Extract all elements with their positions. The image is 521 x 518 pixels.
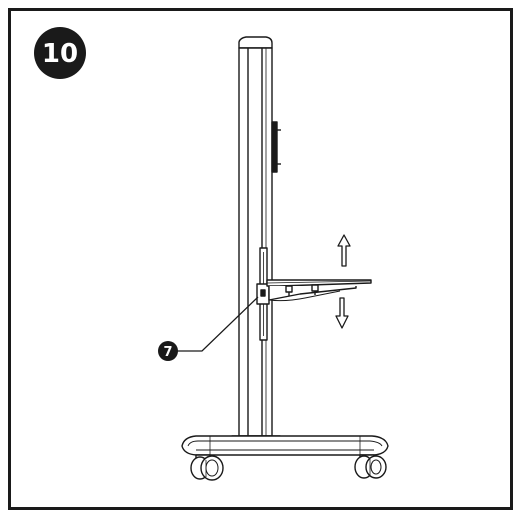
- callout-badge: 7: [158, 341, 178, 361]
- step-badge-circle: [34, 27, 86, 79]
- callout-number: 7: [163, 345, 172, 360]
- callout-badge-circle: [158, 341, 178, 361]
- caster-right: [354, 454, 387, 479]
- callout-leader-line: [174, 296, 259, 352]
- step-number: 10: [42, 39, 78, 69]
- cart: [181, 36, 389, 481]
- upright-column: [238, 36, 273, 437]
- step-badge: 10: [34, 27, 86, 79]
- arrow-down-icon: [335, 297, 349, 329]
- shelf: [266, 279, 372, 302]
- arrow-up-icon: [337, 234, 351, 267]
- caster-left: [190, 454, 224, 481]
- cart-base: [181, 435, 389, 456]
- mount-bracket: [271, 121, 281, 173]
- diagram-frame: [8, 8, 513, 510]
